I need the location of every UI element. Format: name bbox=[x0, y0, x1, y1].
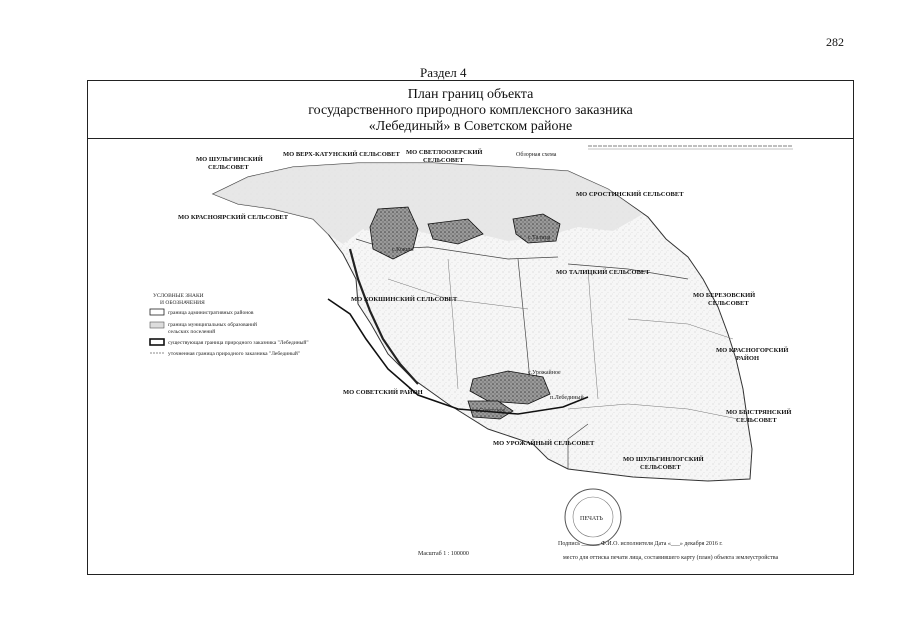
municipal-boundary bbox=[567, 423, 589, 469]
region-label: МО КОКШИНСКИЙ СЕЛЬСОВЕТ bbox=[351, 295, 458, 303]
municipal-boundary bbox=[567, 403, 739, 420]
region-label: МО КРАСНОЯРСКИЙ СЕЛЬСОВЕТ bbox=[178, 213, 289, 221]
title-line-2: государственного природного комплексного… bbox=[308, 103, 633, 118]
legend-swatch bbox=[149, 308, 165, 316]
signature-note: место для оттиска печати лица, составивш… bbox=[563, 554, 778, 561]
legend-swatch bbox=[149, 321, 165, 329]
title-line-3: «Лебединый» в Советском районе bbox=[368, 119, 573, 134]
region-label: МО СОВЕТСКИЙ РАЙОН bbox=[343, 388, 423, 396]
region-label: СЕЛЬСОВЕТ bbox=[708, 300, 749, 307]
region-label: МО ВЕРХ-КАТУНСКИЙ СЕЛЬСОВЕТ bbox=[283, 150, 400, 158]
municipal-boundary bbox=[567, 263, 689, 280]
region-label: МО ШУЛЬГИНЛОГСКИЙ bbox=[623, 455, 704, 463]
map-scale: Масштаб 1 : 100000 bbox=[418, 550, 469, 557]
settlement-urozhainoe bbox=[469, 370, 551, 405]
page-number: 282 bbox=[826, 35, 844, 49]
section-title: Раздел 4 bbox=[420, 65, 467, 80]
legend-item: уточненная граница природного заказника … bbox=[168, 350, 300, 357]
region-label: СЕЛЬСОВЕТ bbox=[736, 417, 777, 424]
settlement-north bbox=[427, 218, 484, 245]
legend-title: И ОБОЗНАЧЕНИЯ bbox=[160, 300, 205, 306]
map-frame: План границ объекта государственного при… bbox=[87, 80, 854, 575]
settlement-label: с.Урожайное bbox=[528, 369, 561, 376]
region-label: МО ШУЛЬГИНСКИЙ bbox=[196, 155, 263, 163]
legend-item: граница муниципальных образований bbox=[168, 321, 257, 328]
region-label: РАЙОН bbox=[736, 354, 759, 362]
municipal-boundary bbox=[587, 268, 599, 400]
legend-item: существующая граница природного заказник… bbox=[168, 339, 309, 346]
settlement-kokshi bbox=[369, 206, 419, 260]
region-label: МО СРОСТИНСКИЙ СЕЛЬСОВЕТ bbox=[576, 190, 684, 198]
map-overview-label: Обзорная схема bbox=[516, 151, 557, 158]
region-label: СЕЛЬСОВЕТ bbox=[423, 157, 464, 164]
region-label: СЕЛЬСОВЕТ bbox=[640, 464, 681, 471]
region-label: МО СВЕТЛООЗЕРСКИЙ bbox=[406, 148, 482, 156]
municipal-boundary bbox=[447, 258, 459, 390]
region-label: МО БЫСТРЯНСКИЙ bbox=[726, 408, 791, 416]
map-legend: УСЛОВНЫЕ ЗНАКИ И ОБОЗНАЧЕНИЯ граница адм… bbox=[149, 293, 309, 357]
signature-line: Подпись ______ Ф.И.О. исполнителя Дата «… bbox=[558, 540, 723, 547]
municipal-boundary bbox=[627, 318, 734, 340]
settlement-talitsa bbox=[512, 213, 561, 244]
legend-title: УСЛОВНЫЕ ЗНАКИ bbox=[153, 293, 204, 299]
title-line-1: План границ объекта bbox=[407, 87, 534, 102]
region-label: МО УРОЖАЙНЫЙ СЕЛЬСОВЕТ bbox=[493, 439, 595, 447]
settlement-label: п.Лебединый bbox=[550, 394, 584, 401]
map-title-box: План границ объекта государственного при… bbox=[88, 81, 853, 139]
settlement-label: с.Советское bbox=[475, 408, 506, 414]
official-stamp: ПЕЧАТЬ bbox=[564, 488, 622, 546]
legend-swatch bbox=[149, 338, 165, 346]
settlement-label: с.Талица bbox=[528, 235, 551, 241]
region-label: МО ТАЛИЦКИЙ СЕЛЬСОВЕТ bbox=[556, 268, 650, 276]
municipal-boundary bbox=[387, 278, 529, 310]
reserve-boundary bbox=[327, 298, 589, 415]
region-label: МО БЕРЕЗОВСКИЙ bbox=[693, 291, 755, 299]
map-canvas: МО ШУЛЬГИНСКИЙ СЕЛЬСОВЕТ МО ВЕРХ-КАТУНСК… bbox=[149, 145, 793, 561]
region-label: МО КРАСНОГОРСКИЙ bbox=[716, 346, 788, 354]
settlement-sovetskoe bbox=[467, 400, 514, 420]
legend-item: сельских поселений bbox=[168, 328, 215, 335]
region-label: СЕЛЬСОВЕТ bbox=[208, 164, 249, 171]
svg-text:ПЕЧАТЬ: ПЕЧАТЬ bbox=[580, 516, 603, 522]
settlement-label: с.Кокши bbox=[392, 247, 414, 253]
river bbox=[348, 248, 419, 385]
legend-item: граница административных районов bbox=[168, 309, 254, 316]
